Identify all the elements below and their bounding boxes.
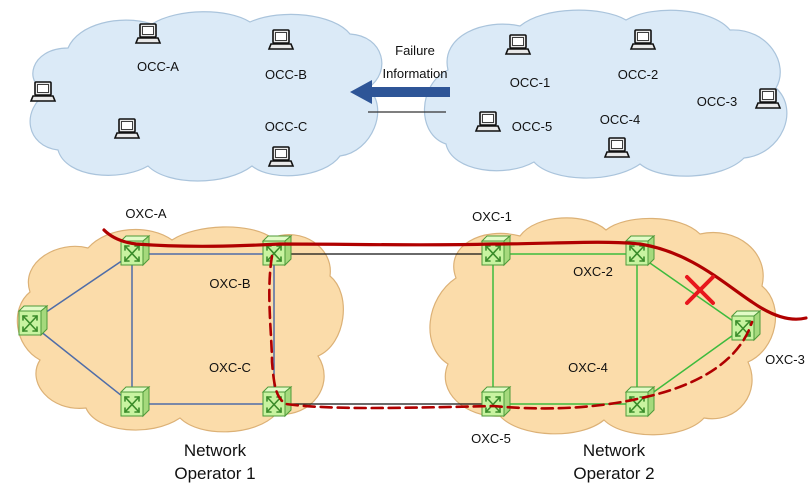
optical-cross-connect-icon bbox=[481, 235, 511, 266]
failure-x-icon bbox=[685, 275, 715, 305]
computer-icon bbox=[268, 146, 294, 167]
primary-path bbox=[102, 228, 808, 321]
operator-2-caption-line1: Network bbox=[583, 441, 646, 460]
occ-c-label: OCC-C bbox=[265, 119, 308, 134]
computer-icon bbox=[630, 29, 656, 50]
optical-cross-connect-icon bbox=[481, 386, 511, 417]
failure-info-line2: Information bbox=[382, 66, 447, 81]
operator-2-caption-line2: Operator 2 bbox=[573, 464, 654, 483]
operator-1-caption-line1: Network bbox=[184, 441, 247, 460]
network-cloud-operator-2 bbox=[429, 217, 777, 436]
computer-icon bbox=[475, 111, 501, 132]
oxc-c-label: OXC-C bbox=[209, 360, 251, 375]
oxc-5-label: OXC-5 bbox=[471, 431, 511, 446]
oxc-3-label: OXC-3 bbox=[765, 352, 805, 367]
occ-1-label: OCC-1 bbox=[510, 75, 550, 90]
optical-cross-connect-icon bbox=[262, 235, 292, 266]
computer-icon bbox=[135, 23, 161, 44]
operator-1-caption-line2: Operator 1 bbox=[174, 464, 255, 483]
computer-icon bbox=[268, 29, 294, 50]
backup-path bbox=[268, 254, 754, 410]
oxc-a-label: OXC-A bbox=[125, 206, 167, 221]
optical-cross-connect-icon bbox=[18, 305, 48, 336]
computer-icon bbox=[755, 88, 781, 109]
network-cloud-operator-1 bbox=[16, 226, 344, 433]
occ-3-label: OCC-3 bbox=[697, 94, 737, 109]
optical-cross-connect-icon bbox=[120, 386, 150, 417]
oxc-b-label: OXC-B bbox=[209, 276, 250, 291]
occ-2-label: OCC-2 bbox=[618, 67, 658, 82]
computer-icon bbox=[505, 34, 531, 55]
computer-icon bbox=[604, 137, 630, 158]
optical-cross-connect-icon bbox=[625, 235, 655, 266]
failure-info-arrow bbox=[350, 80, 450, 104]
occ-4-label: OCC-4 bbox=[600, 112, 640, 127]
oxc-1-label: OXC-1 bbox=[472, 209, 512, 224]
computer-icon bbox=[114, 118, 140, 139]
inter-domain-links bbox=[274, 253, 493, 405]
oxc-2-label: OXC-2 bbox=[573, 264, 613, 279]
failure-info-line1: Failure bbox=[395, 43, 435, 58]
oxc-4-label: OXC-4 bbox=[568, 360, 608, 375]
operator-1-links bbox=[29, 253, 275, 405]
computer-icon bbox=[30, 81, 56, 102]
occ-5-label: OCC-5 bbox=[512, 119, 552, 134]
occ-b-label: OCC-B bbox=[265, 67, 307, 82]
control-cloud-operator-1 bbox=[29, 11, 383, 182]
occ-a-label: OCC-A bbox=[137, 59, 179, 74]
